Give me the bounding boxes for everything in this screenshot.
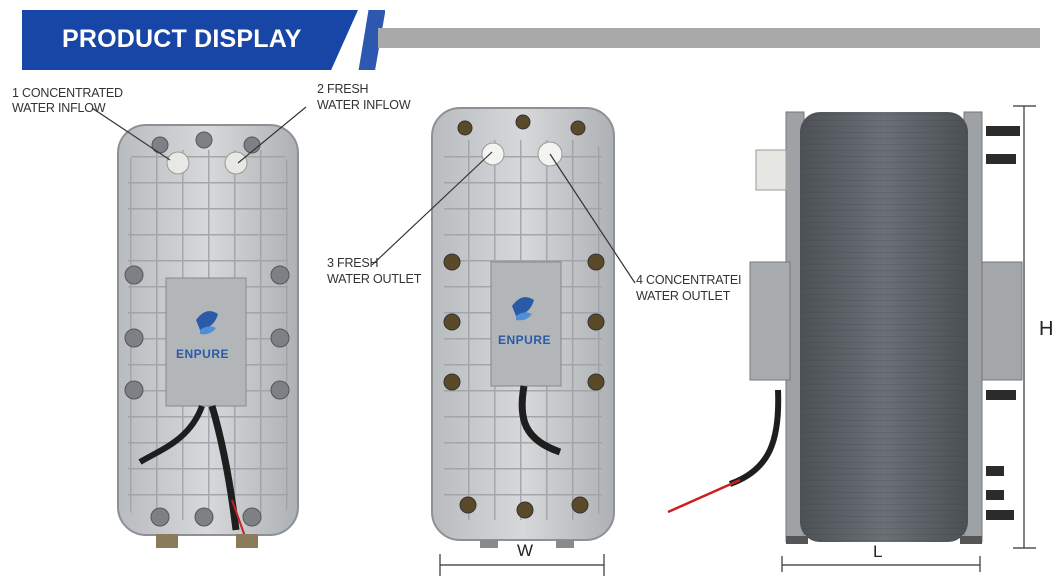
enpure-logo-text-center: ENPURE [498, 333, 552, 347]
module-front-view-center [431, 107, 615, 548]
section-title: PRODUCT DISPLAY [62, 25, 302, 53]
callout-4-line1: 4 CONCENTRATEI [636, 273, 742, 287]
module-side-view [667, 111, 1023, 544]
dimension-height-label: H [1039, 318, 1054, 340]
callout-2-line2: WATER INFLOW [317, 98, 411, 112]
dimension-width-label: W [517, 541, 534, 560]
callout-1-line2: WATER INFLOW [12, 101, 106, 115]
dimension-length-label: L [873, 542, 883, 561]
dimension-lines [439, 105, 1036, 576]
callout-3-line1: 3 FRESH [327, 256, 379, 270]
header-blue-banner [22, 10, 358, 70]
enpure-logo-left [196, 311, 218, 335]
callout-leader-lines [91, 106, 636, 284]
callout-3-line2: WATER OUTLET [327, 272, 422, 286]
enpure-logo-text-left: ENPURE [176, 347, 230, 361]
callout-2-line1: 2 FRESH [317, 82, 369, 96]
callout-1-line1: 1 CONCENTRATED [12, 86, 123, 100]
enpure-logo-center [512, 297, 534, 321]
callout-4-line2: WATER OUTLET [636, 289, 731, 303]
module-front-view-left [117, 124, 299, 548]
header-gray-bar [378, 28, 1040, 48]
section-header: PRODUCT DISPLAY [0, 0, 1060, 72]
